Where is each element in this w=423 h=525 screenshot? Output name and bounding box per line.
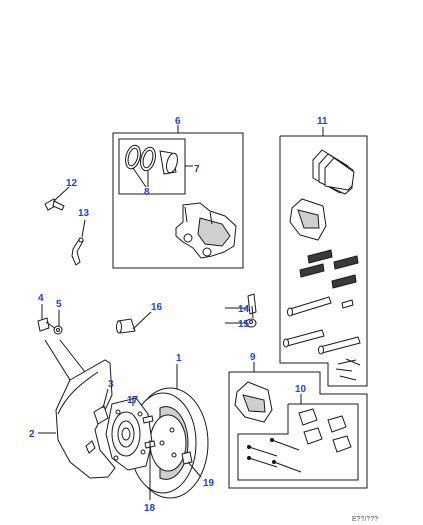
callout-2: 2 [29,429,35,440]
callout-labels: 1 2 3 4 5 6 7 8 9 10 11 12 13 14 15 16 1… [29,116,328,514]
wheel-stud-19 [181,451,202,478]
callout-13: 13 [78,208,90,219]
callout-14: 14 [238,304,250,315]
callout-17: 17 [127,395,139,406]
callout-1: 1 [176,353,182,364]
piston-seal-kit [125,144,178,188]
callout-15: 15 [238,319,250,330]
brake-caliper [175,202,237,259]
callout-5: 5 [56,299,62,310]
callout-7: 7 [194,164,200,175]
hub-assembly-17 [105,396,156,500]
callout-3: 3 [108,379,114,390]
retaining-clips [298,408,352,453]
callout-18: 18 [144,503,156,514]
callout-6: 6 [175,116,181,127]
clip-3 [85,388,109,454]
bracket-13 [71,219,86,266]
callout-4: 4 [38,293,44,304]
bushing-16 [116,311,152,334]
bolt-12 [44,186,70,211]
bolt-14 [225,293,257,319]
guide-pins [283,296,361,381]
figure-code: E??/??? [352,516,379,523]
washer-15 [225,318,257,328]
callout-11: 11 [317,116,328,127]
dust-shield-2 [38,339,116,479]
callout-9: 9 [250,352,256,363]
nut-5 [53,310,63,335]
brake-pad-pair-lower [234,381,273,423]
callout-8: 8 [144,187,150,198]
callout-12: 12 [66,178,78,189]
callout-19: 19 [203,478,215,489]
anti-rattle-clips [312,149,355,195]
callout-10: 10 [295,384,307,395]
callout-16: 16 [151,302,163,313]
pad-springs [299,249,359,289]
pad-kit-box [279,127,368,387]
pad-pins-lower [247,438,302,473]
brake-pad-pair-upper [289,198,327,241]
bolt-4 [37,304,57,332]
lower-pad-kit-box [228,362,368,489]
